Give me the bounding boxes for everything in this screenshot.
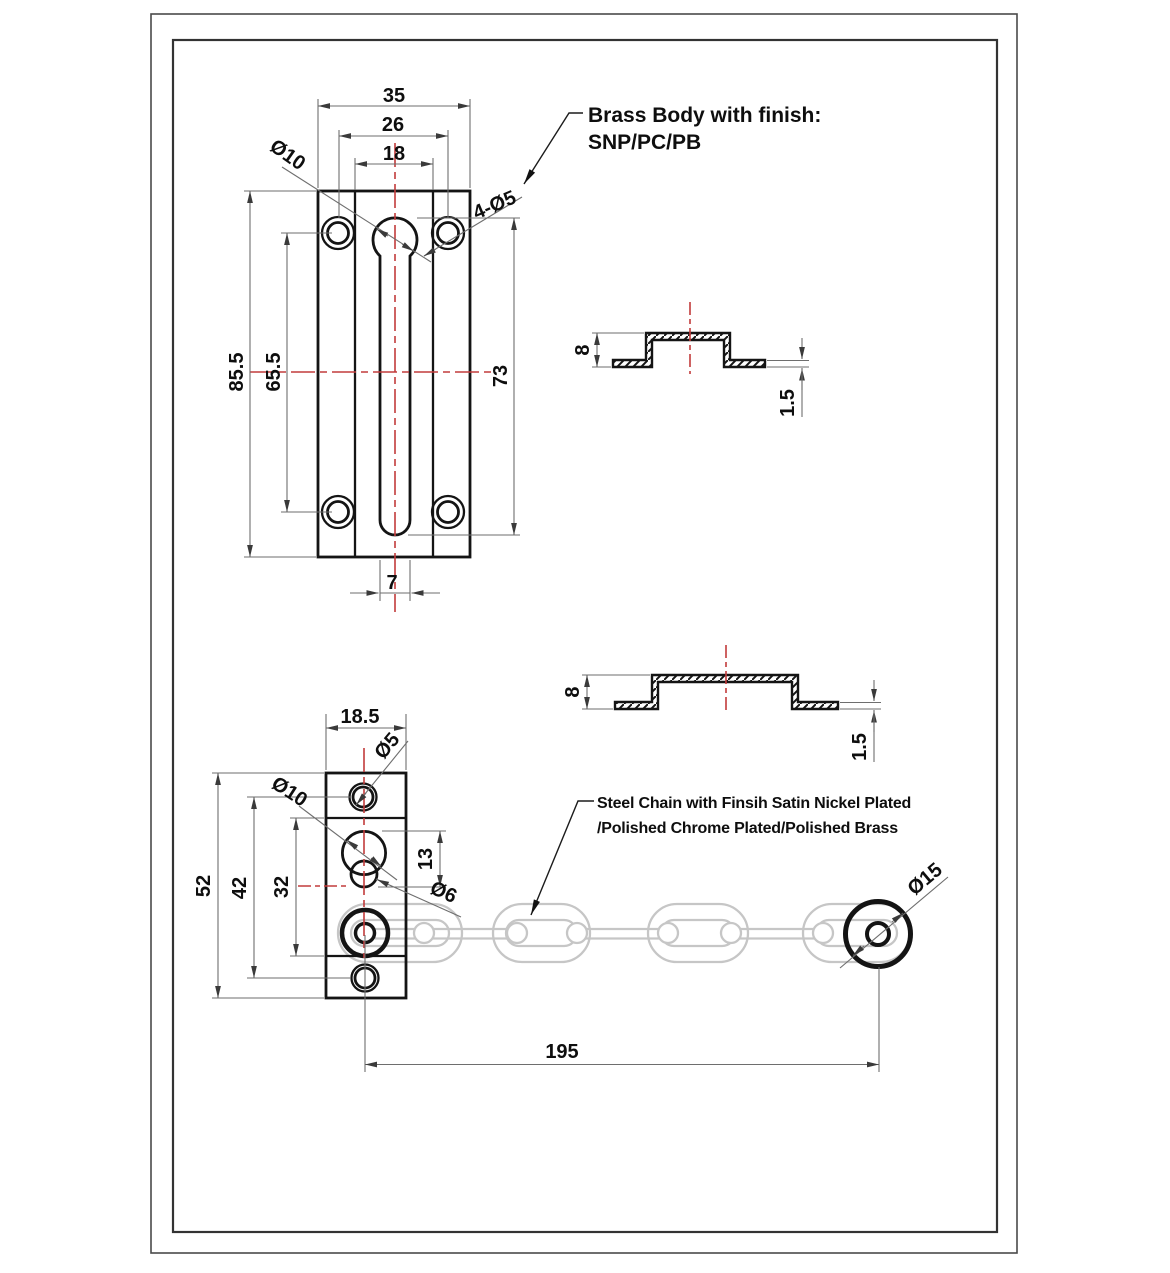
note-chain-finish-line1: Steel Chain with Finsih Satin Nickel Pla… (597, 795, 911, 812)
front-view-dimensions: 35 26 18 85.5 65.5 73 7 (226, 85, 523, 601)
label-keeper-mount-hole: Ø5 (370, 729, 404, 764)
dim-keeper-keyhole-length: 13 (415, 848, 437, 870)
dim-keeper-overall-width: 18.5 (341, 706, 380, 728)
sheet-border (150, 13, 1018, 1254)
dim-front-slot-length: 73 (490, 365, 512, 387)
dim-front-hole-spacing-h: 26 (382, 114, 404, 136)
chain-links (336, 902, 912, 964)
label-front-mount-holes: 4-Ø5 (470, 187, 520, 225)
section-view-body (611, 331, 767, 369)
section-body-dimensions: 8 1.5 (572, 332, 809, 417)
dim-front-overall-width: 35 (383, 85, 405, 107)
annotations: Brass Body with finish: SNP/PC/PB Steel … (523, 104, 911, 916)
dim-front-slot-width: 7 (386, 572, 397, 594)
chain-end-knob (843, 899, 913, 969)
dim-front-hole-spacing-v: 65.5 (263, 353, 285, 392)
dim-section-keeper-thickness: 1.5 (849, 733, 871, 761)
dim-section-body-thickness: 1.5 (777, 389, 799, 417)
centerlines (250, 143, 727, 958)
front-view-body (316, 189, 472, 559)
dim-keeper-hole-spacing-v: 42 (229, 877, 251, 899)
note-chain-finish-line2: /Polished Chrome Plated/Polished Brass (597, 820, 898, 837)
label-keeper-keyhole-dia: Ø10 (267, 772, 311, 811)
note-body-finish-line2: SNP/PC/PB (588, 131, 701, 154)
dim-chain-length: 195 (545, 1041, 578, 1063)
label-chain-knob-dia: Ø15 (904, 859, 947, 900)
note-body-finish-line1: Brass Body with finish: (588, 104, 821, 127)
dim-keeper-overall-height: 52 (193, 875, 215, 897)
dim-front-channel-width: 18 (383, 143, 405, 165)
dim-section-keeper-height: 8 (562, 686, 584, 697)
label-front-keyhole-dia: Ø10 (266, 135, 310, 175)
dim-section-body-height: 8 (572, 344, 594, 355)
dim-keeper-channel-height: 32 (271, 876, 293, 898)
section-keeper-dimensions: 8 1.5 (562, 674, 881, 762)
keeper-plate-view (324, 771, 408, 1000)
dim-front-overall-height: 85.5 (226, 353, 248, 392)
